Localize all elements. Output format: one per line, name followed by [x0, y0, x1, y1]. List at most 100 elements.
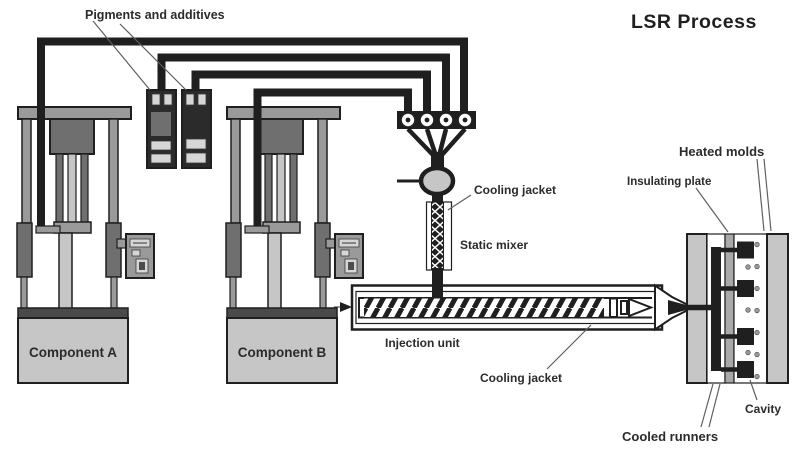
leader-insulating-plate — [695, 187, 729, 233]
mixing-ball — [397, 165, 456, 197]
pump-a-center-rod — [67, 153, 77, 231]
label-cavity: Cavity — [745, 402, 781, 416]
pump-a-follower-plate — [17, 307, 129, 319]
page-title: LSR Process — [631, 11, 757, 33]
cartridge-block — [151, 112, 171, 136]
insulating-plate — [724, 233, 735, 384]
pump-b-right-column — [317, 118, 328, 224]
cartridge-slot — [185, 152, 207, 164]
inlet-arrow — [340, 302, 352, 312]
pump-b-plunger — [267, 232, 282, 310]
screw-tip — [628, 297, 654, 318]
pump-b-right-cylinder — [314, 222, 331, 278]
port-dot — [462, 117, 468, 123]
pump-a-motor-block — [49, 118, 95, 155]
pump-a-left-cylinder — [16, 222, 33, 278]
pump-a-piston-rod — [80, 153, 89, 231]
mold-bolts — [745, 241, 760, 380]
component-a-drum — [17, 317, 129, 384]
pump-unit-b — [225, 106, 364, 384]
panel-arm — [325, 238, 336, 249]
control-panel-a — [116, 233, 155, 279]
pump-b-left-cylinder — [225, 222, 242, 278]
label-heated-molds: Heated molds — [679, 144, 764, 159]
static-mixer-element — [431, 201, 444, 271]
pump-b-left-rod — [229, 276, 237, 311]
port-dot — [405, 117, 411, 123]
pump-b-piston-rod — [289, 153, 298, 231]
pump-a-left-column — [21, 118, 32, 224]
label-injection-unit: Injection unit — [385, 336, 460, 350]
runner-channel — [711, 247, 721, 371]
label-cooling-jacket-bottom: Cooling jacket — [480, 371, 562, 385]
cavity-block — [737, 280, 754, 297]
leader-cooling-jacket-top — [447, 194, 472, 211]
pump-b-motor-block — [258, 118, 304, 155]
pump-b-crossbar — [226, 106, 341, 120]
panel-arm — [116, 238, 127, 249]
pump-a-right-cylinder — [105, 222, 122, 278]
cartridge-port — [185, 93, 195, 106]
pump-a-outlet-cap — [35, 225, 61, 234]
static-mixer — [425, 192, 453, 271]
pump-b-outlet-cap — [244, 225, 270, 234]
injection-screw — [364, 298, 604, 317]
label-cooling-jacket-top: Cooling jacket — [474, 183, 556, 197]
pump-b-piston-rod — [264, 153, 273, 231]
leader-pigments-1 — [92, 20, 151, 91]
pump-a-right-rod — [110, 276, 118, 311]
leader-cooled-runners-2 — [708, 383, 721, 428]
leader-lines — [92, 20, 772, 428]
pigment-cartridge-1 — [146, 89, 177, 169]
port-dot — [424, 117, 430, 123]
cartridge-slot — [150, 140, 172, 151]
pump-a-plunger — [58, 232, 73, 310]
mold-assembly — [686, 233, 789, 384]
component-a-drum-label: Component A — [29, 345, 117, 360]
mixing-manifold — [397, 111, 476, 129]
cartridge-slot — [150, 153, 172, 164]
leader-pigments-2 — [119, 23, 187, 91]
manifold-block — [397, 111, 476, 129]
cartridge-slot — [185, 138, 207, 150]
leader-cooling-jacket-bottom — [546, 324, 592, 370]
pigment-cartridge-2 — [181, 89, 212, 169]
label-insulating-plate: Insulating plate — [627, 176, 711, 188]
leader-heated-molds-1 — [756, 158, 765, 232]
ball-body — [418, 165, 456, 197]
pump-b-left-column — [230, 118, 241, 224]
platen-right — [766, 233, 789, 384]
pump-a-left-rod — [20, 276, 28, 311]
label-cooled-runners: Cooled runners — [622, 429, 718, 444]
label-static-mixer: Static mixer — [460, 238, 528, 252]
cartridge-port — [197, 93, 207, 106]
component-b-drum — [226, 317, 338, 384]
panel-button-inner — [139, 262, 145, 270]
panel-button — [340, 249, 350, 257]
pump-unit-a — [16, 106, 155, 384]
label-pigments-and-additives: Pigments and additives — [85, 8, 225, 22]
pump-b-center-rod — [276, 153, 286, 231]
cavity-block — [737, 361, 754, 378]
pipe-component-a — [37, 37, 468, 231]
leader-heated-molds-2 — [763, 158, 772, 232]
pump-b-follower-plate — [226, 307, 338, 319]
injection-unit — [334, 268, 714, 332]
panel-button — [131, 249, 141, 257]
leader-cavity — [749, 379, 758, 401]
cavity-block — [737, 241, 754, 259]
control-panel-b — [325, 233, 364, 279]
pipe-additive-1 — [157, 53, 450, 112]
panel-button-inner — [348, 262, 354, 270]
supply-piping — [37, 37, 468, 231]
component-b-drum-label: Component B — [238, 345, 327, 360]
heated-mold-plate — [733, 233, 768, 384]
cartridge-port — [151, 93, 161, 106]
pump-b-right-rod — [319, 276, 327, 311]
leader-cooled-runners-1 — [700, 383, 714, 428]
pump-a-piston-rod — [55, 153, 64, 231]
check-ring — [609, 297, 618, 318]
pump-a-right-column — [108, 118, 119, 224]
